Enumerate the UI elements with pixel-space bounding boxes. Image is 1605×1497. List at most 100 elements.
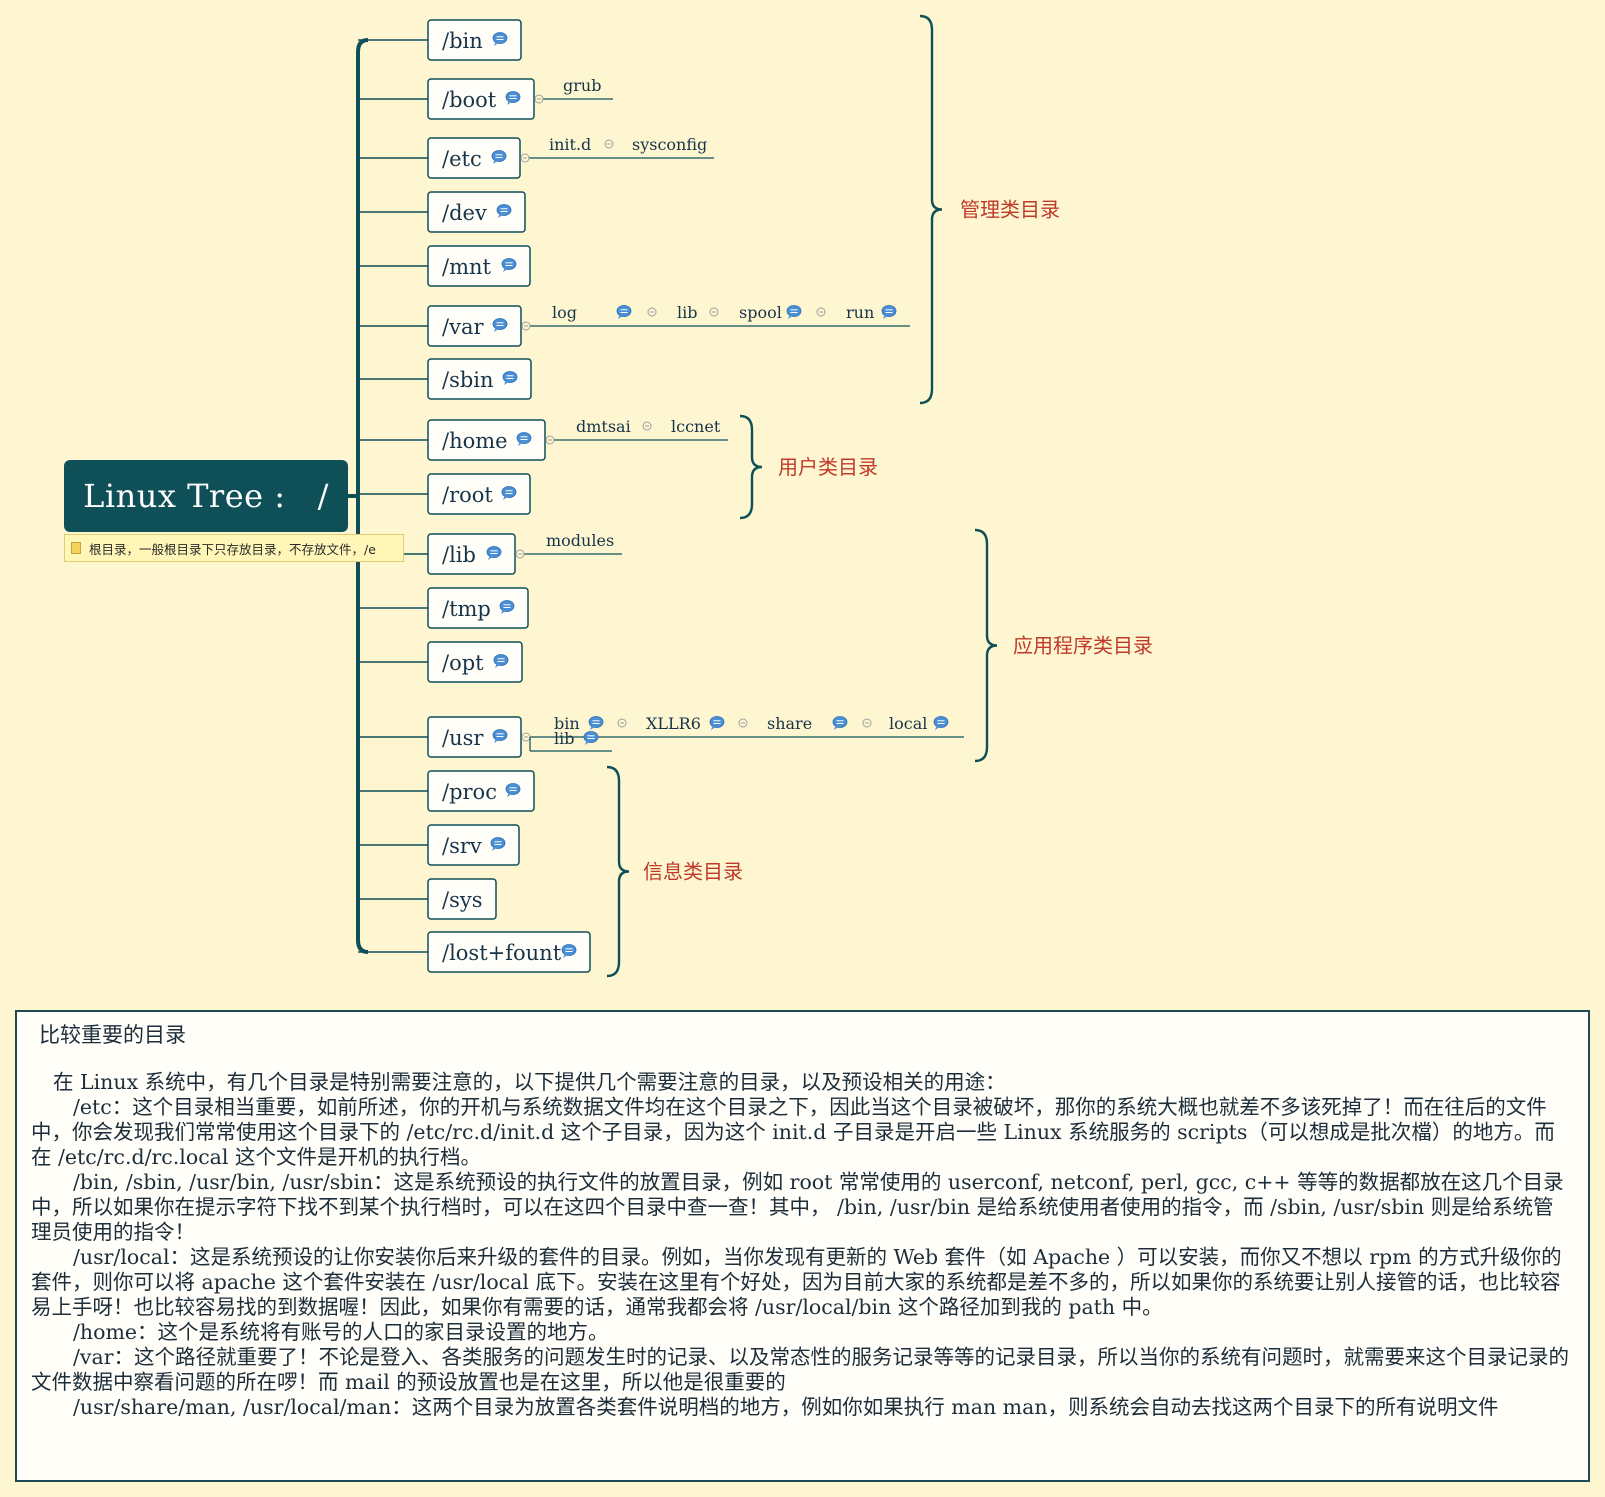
- dir-node[interactable]: [427, 245, 531, 287]
- note-icon: [786, 305, 802, 319]
- dir-node[interactable]: [427, 770, 535, 812]
- collapse-toggle[interactable]: [617, 718, 627, 728]
- dir-node[interactable]: [427, 191, 526, 233]
- mind-map: /bin/boot grub/etc init.d sysconfig/dev/mnt…: [348, 14, 1153, 978]
- collapse-toggle[interactable]: [604, 139, 614, 149]
- note-icon: [505, 783, 521, 797]
- dir-label: /proc: [442, 780, 497, 804]
- dir-label: /opt: [442, 651, 484, 675]
- info-title: 比较重要的目录: [39, 1023, 186, 1047]
- dir-node[interactable]: [427, 358, 532, 400]
- note-icon: [709, 716, 725, 730]
- subtopic-label: init.d: [549, 135, 591, 154]
- dir-node[interactable]: [427, 305, 522, 347]
- dir-node[interactable]: [427, 878, 497, 920]
- subtopic-label: share: [767, 714, 812, 733]
- dir-node[interactable]: [427, 19, 522, 61]
- dir-label: /home: [442, 429, 508, 453]
- group-label: 用户类目录: [778, 455, 878, 479]
- dir-node[interactable]: [427, 78, 535, 120]
- subtopic-label: grub: [563, 76, 601, 95]
- note-icon: [501, 258, 517, 272]
- collapse-toggle[interactable]: [862, 718, 872, 728]
- dir-node[interactable]: [427, 931, 591, 973]
- subtopic-label: local: [889, 714, 927, 733]
- root-note-text: 根目录，一般根目录下只存放目录，不存放文件，/e: [89, 541, 376, 557]
- subtopic-label: lccnet: [671, 417, 721, 436]
- dir-node[interactable]: [427, 824, 520, 866]
- root-node[interactable]: Linux Tree : /: [64, 460, 348, 532]
- group-label: 管理类目录: [960, 198, 1060, 222]
- dir-node[interactable]: [427, 137, 521, 179]
- info-paragraph: 在 Linux 系统中，有几个目录是特别需要注意的，以下提供几个需要注意的目录，…: [53, 1070, 1006, 1094]
- dir-label: /lib: [442, 543, 476, 567]
- info-paragraph: /etc：这个目录相当重要，如前所述，你的开机与系统数据文件均在这个目录之下，因…: [31, 1095, 1555, 1169]
- collapse-toggle[interactable]: [520, 153, 530, 163]
- info-paragraph: /usr/share/man, /usr/local/man：这两个目录为放置各…: [73, 1395, 1499, 1419]
- note-icon: [491, 150, 507, 164]
- subtopic-label: lib: [554, 729, 574, 748]
- dir-label: /srv: [442, 834, 482, 858]
- note-icon: [561, 944, 577, 958]
- note-icon: [496, 204, 512, 218]
- trunk-line: [356, 38, 369, 954]
- collapse-toggle[interactable]: [534, 94, 544, 104]
- dir-label: /boot: [442, 88, 497, 112]
- dir-label: /tmp: [442, 597, 491, 621]
- note-icon: [516, 432, 532, 446]
- collapse-toggle[interactable]: [738, 718, 748, 728]
- group-label: 信息类目录: [643, 860, 743, 884]
- note-icon: [486, 546, 502, 560]
- note-icon: [616, 305, 632, 319]
- subtopic-label: XLLR6: [646, 714, 701, 733]
- dir-label: /sys: [442, 888, 483, 912]
- note-icon: [588, 716, 604, 730]
- collapse-toggle[interactable]: [816, 307, 826, 317]
- dir-label: /usr: [442, 726, 484, 750]
- dir-label: /sbin: [442, 368, 494, 392]
- collapse-toggle[interactable]: [515, 549, 525, 559]
- collapse-toggle[interactable]: [642, 421, 652, 431]
- subtopic-label: modules: [546, 531, 614, 550]
- subtopic-label: spool: [739, 303, 782, 322]
- dir-label: /etc: [442, 147, 482, 171]
- dir-label: /dev: [442, 201, 487, 225]
- subtopic-label: lib: [677, 303, 697, 322]
- collapse-toggle[interactable]: [545, 435, 555, 445]
- info-paragraph: /usr/local：这是系统预设的让你安装你后来升级的套件的目录。例如，当你发…: [31, 1245, 1562, 1319]
- dir-node[interactable]: [427, 641, 523, 683]
- note-icon: [493, 654, 509, 668]
- dir-node[interactable]: [427, 473, 531, 515]
- note-icon: [583, 731, 599, 745]
- collapse-toggle[interactable]: [647, 307, 657, 317]
- info-paragraph: /home：这个是系统将有账号的人口的家目录设置的地方。: [73, 1320, 609, 1344]
- dir-node[interactable]: [427, 587, 529, 629]
- dir-node[interactable]: [427, 419, 546, 461]
- group-label: 应用程序类目录: [1013, 634, 1153, 658]
- subtopic-label: bin: [554, 714, 580, 733]
- note-icon: [501, 486, 517, 500]
- dir-label: /lost+fount: [442, 941, 562, 965]
- dir-label: /root: [442, 483, 493, 507]
- collapse-toggle[interactable]: [521, 321, 531, 331]
- note-icon: [71, 542, 81, 554]
- info-paragraph: /var：这个路径就重要了！不论是登入、各类服务的问题发生时的记录、以及常态性的…: [31, 1345, 1570, 1394]
- subtopic-label: sysconfig: [632, 135, 707, 154]
- note-icon: [502, 371, 518, 385]
- note-icon: [933, 716, 949, 730]
- note-icon: [490, 837, 506, 851]
- root-note[interactable]: 根目录，一般根目录下只存放目录，不存放文件，/e: [64, 534, 404, 562]
- dir-label: /mnt: [442, 255, 492, 279]
- dir-label: /bin: [442, 29, 483, 53]
- collapse-toggle[interactable]: [709, 307, 719, 317]
- subtopic-label: run: [846, 303, 874, 322]
- subtopic-label: dmtsai: [576, 417, 631, 436]
- group-brace: [606, 765, 630, 978]
- note-icon: [505, 91, 521, 105]
- info-panel: 比较重要的目录 在 Linux 系统中，有几个目录是特别需要注意的，以下提供几个…: [15, 1010, 1590, 1482]
- dir-node[interactable]: [427, 716, 522, 758]
- info-paragraph: /bin, /sbin, /usr/bin, /usr/sbin：这是系统预设的…: [31, 1170, 1564, 1244]
- dir-node[interactable]: [427, 533, 516, 575]
- group-brace: [739, 414, 763, 520]
- note-icon: [881, 305, 897, 319]
